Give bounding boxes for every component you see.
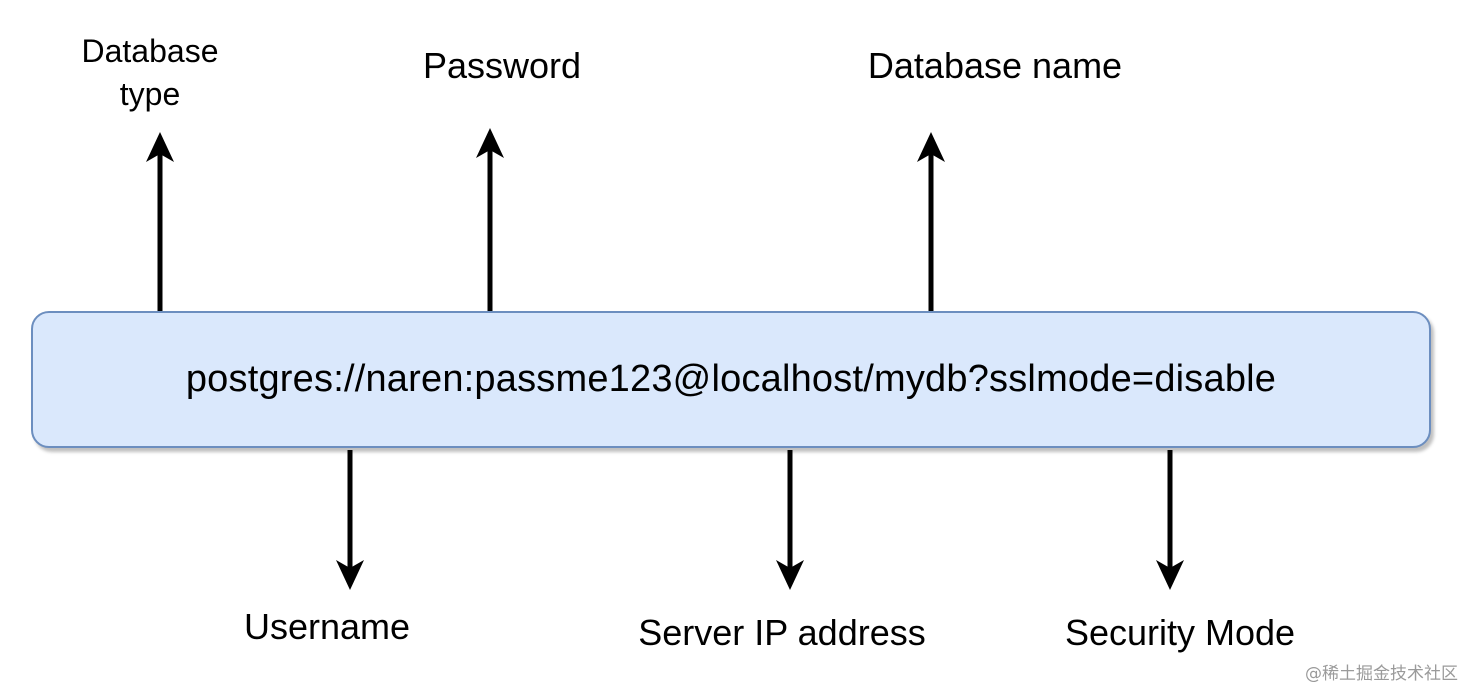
arrow-database-name [917,132,945,314]
arrow-server-ip [776,450,804,590]
arrow-database-type [146,132,174,314]
label-security-mode: Security Mode [1064,612,1296,653]
arrow-password [476,128,504,311]
watermark-text: @稀土掘金技术社区 [1305,664,1458,684]
label-password: Password [422,45,582,86]
arrow-username [336,450,364,590]
arrow-security-mode [1156,450,1184,590]
label-database-type-line2: type [119,76,181,112]
label-username: Username [243,606,411,647]
connection-string-box: postgres://naren:passme123@localhost/myd… [31,311,1431,448]
label-database-type: Database type [82,30,219,116]
label-server-ip-address: Server IP address [638,612,926,653]
connection-string-text: postgres://naren:passme123@localhost/myd… [185,358,1277,400]
label-database-name: Database name [867,45,1123,86]
label-database-type-line1: Database [81,33,219,69]
